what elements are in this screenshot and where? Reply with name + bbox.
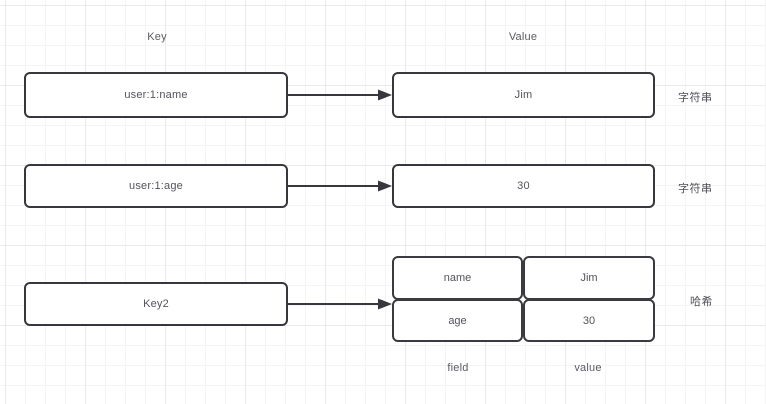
type-label-string-1: 字符串 [678, 92, 713, 104]
arrow-key3-to-hash [288, 298, 392, 310]
column-header-key: Key [147, 31, 167, 43]
column-header-value: Value [508, 31, 538, 43]
key-box-label: user:1:age [129, 180, 183, 192]
key-box-user-1-age[interactable]: user:1:age [24, 164, 288, 208]
hash-column-caption-value: value [574, 362, 602, 374]
type-label-string-2: 字符串 [678, 183, 713, 195]
hash-cell-value-30[interactable]: 30 [523, 299, 655, 342]
arrow-key1-to-value1 [288, 89, 392, 101]
value-box-label: 30 [517, 180, 530, 192]
hash-value-label: 30 [582, 314, 596, 327]
value-box-label: Jim [514, 89, 533, 101]
key-box-label: Key2 [143, 298, 169, 310]
key-box-user-1-name[interactable]: user:1:name [24, 72, 288, 118]
hash-cell-field-age[interactable]: age [392, 299, 523, 342]
arrow-key2-to-value2 [288, 180, 392, 192]
hash-cell-field-name[interactable]: name [392, 256, 523, 300]
key-box-label: user:1:name [124, 89, 188, 101]
hash-field-label: age [448, 314, 467, 327]
value-box-30[interactable]: 30 [392, 164, 655, 208]
value-box-jim[interactable]: Jim [392, 72, 655, 118]
key-box-key2[interactable]: Key2 [24, 282, 288, 326]
type-label-hash: 哈希 [690, 296, 713, 308]
hash-column-caption-field: field [447, 362, 469, 374]
hash-field-label: name [443, 272, 472, 284]
hash-value-label: Jim [580, 272, 598, 284]
hash-cell-value-jim[interactable]: Jim [523, 256, 655, 300]
